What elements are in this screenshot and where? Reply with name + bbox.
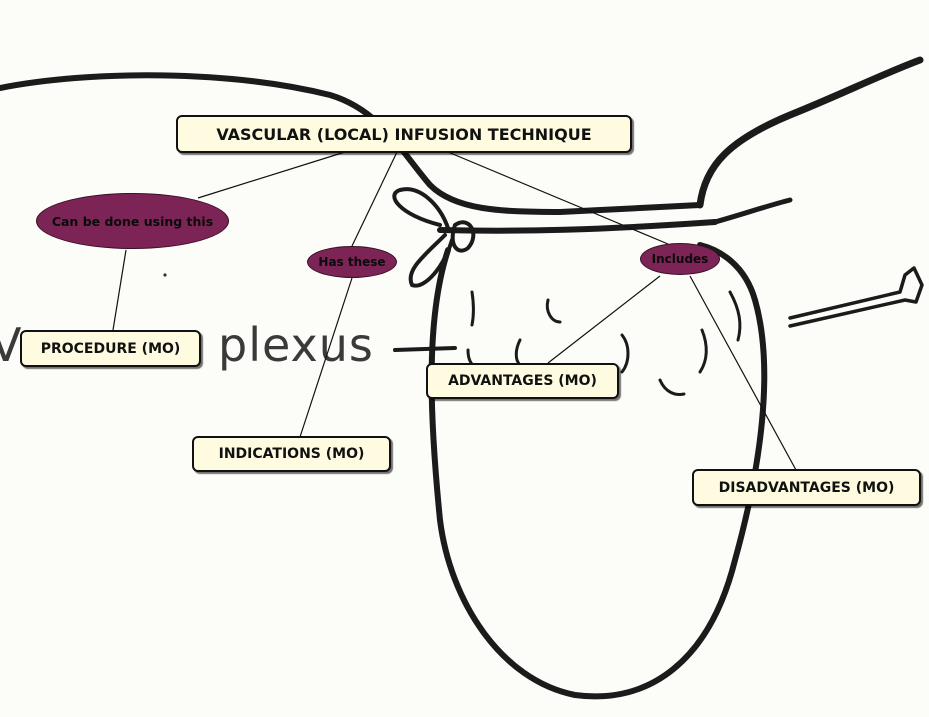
- connector-line: [352, 152, 397, 246]
- connector-line: [113, 250, 126, 330]
- connector-line: [548, 276, 660, 363]
- connector-line: [198, 152, 345, 198]
- connector-line: [448, 152, 668, 244]
- procedure-node[interactable]: PROCEDURE (MO): [20, 330, 201, 367]
- advantages-node[interactable]: ADVANTAGES (MO): [426, 363, 619, 399]
- link-can-be-done-using-this[interactable]: Can be done using this: [36, 193, 229, 249]
- link-has-these[interactable]: Has these: [307, 246, 397, 278]
- disadvantages-node[interactable]: DISADVANTAGES (MO): [692, 469, 921, 506]
- root-concept-node[interactable]: VASCULAR (LOCAL) INFUSION TECHNIQUE: [176, 115, 632, 153]
- connector-line: [690, 276, 796, 470]
- connector-line: [300, 278, 352, 437]
- indications-node[interactable]: INDICATIONS (MO): [192, 436, 391, 472]
- link-includes[interactable]: Includes: [640, 243, 720, 275]
